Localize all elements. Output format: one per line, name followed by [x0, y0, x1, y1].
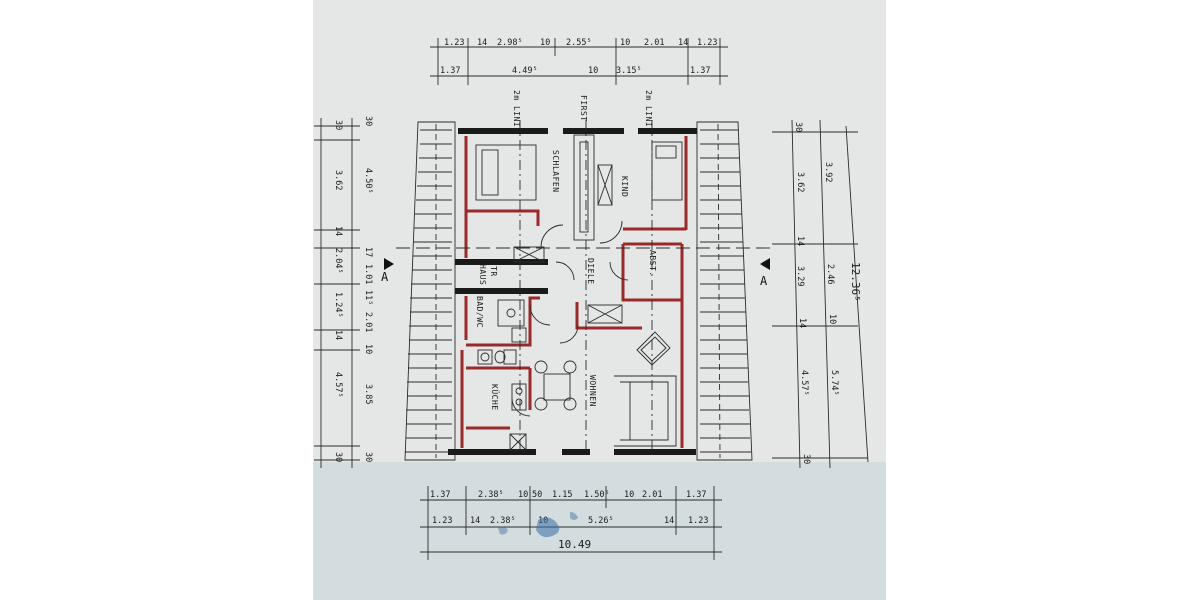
bottom-dim-row2-5: 5.26⁵	[588, 516, 614, 526]
left-outer-dim-1: 30	[333, 120, 343, 130]
left-outer-dim-7: 4.57⁵	[333, 372, 343, 398]
right-inner-dim-2: 3.62	[795, 172, 805, 192]
top-dim-row2-4: 3.15⁵	[616, 66, 642, 76]
right-dimension-chain: 30 3.62 14 3.29 14 4.57⁵ 30 3.92 2.46 10…	[772, 119, 869, 469]
right-outer-dim-4: 5.74⁵	[829, 370, 839, 396]
left-outer-dim-6: 14	[333, 330, 343, 340]
left-inner-dim-7: 10	[363, 344, 373, 354]
left-outer-dim-4: 2.04⁵	[333, 248, 343, 274]
left-inner-dim-5: 11⁵	[363, 290, 373, 305]
bathtub-shower	[497, 299, 525, 327]
roof-hatch-right	[696, 121, 753, 461]
top-dim-row2-2: 4.49⁵	[512, 66, 538, 76]
left-inner-dim-9: 30	[363, 452, 373, 462]
right-inner-dim-4: 3.29	[795, 266, 805, 286]
label-bad-wc: BAD/WC	[475, 296, 484, 328]
room-labels: SCHLAFEN KIND DIELE ABST. TR HAUS BAD/WC…	[475, 90, 657, 411]
section-marks: A A	[381, 258, 770, 288]
bottom-dim-row2-1: 1.23	[432, 516, 452, 526]
top-dim-7: 2.01	[644, 38, 664, 48]
label-abst: ABST.	[648, 250, 657, 277]
bottom-dim-8: 2.01	[642, 490, 662, 500]
bottom-dim-3: 10	[518, 490, 528, 500]
bottom-dim-2: 2.38⁵	[478, 490, 504, 500]
bottom-dim-row2-2: 14	[470, 516, 480, 526]
single-bed	[651, 141, 683, 201]
top-dim-row2-5: 1.37	[690, 66, 710, 76]
label-2m-linie-left: 2m LINIE	[512, 90, 521, 133]
bottom-dim-9: 1.37	[686, 490, 706, 500]
left-outer-dim-8: 30	[333, 452, 343, 462]
chimney-shaft	[573, 134, 613, 241]
door-swings	[511, 220, 629, 417]
interior-walls	[460, 136, 688, 448]
left-inner-dim-4: 1.01	[363, 264, 373, 284]
left-inner-dim-8: 3.85	[363, 384, 373, 404]
bottom-dim-row2-6: 14	[664, 516, 674, 526]
bottom-dim-4: 50	[532, 490, 542, 500]
furniture	[475, 141, 683, 451]
bottom-dimension-chain: 1.37 2.38⁵ 10 50 1.15 1.50⁵ 10 2.01 1.37…	[420, 486, 722, 560]
label-haus: HAUS	[478, 264, 487, 285]
double-bed	[475, 144, 537, 201]
right-outer-dim-1: 3.92	[823, 162, 833, 182]
left-dimension-chain: 30 3.62 14 2.04⁵ 1.24⁵ 14 4.57⁵ 30 30 4.…	[314, 116, 373, 468]
top-dim-8: 14	[678, 38, 688, 48]
label-wohnen: WOHNEN	[588, 375, 597, 407]
top-dim-row2-3: 10	[588, 66, 598, 76]
armchair	[636, 331, 671, 366]
bottom-dim-row2-3: 2.38⁵	[490, 516, 516, 526]
outer-walls	[448, 128, 697, 455]
left-outer-dim-5: 1.24⁵	[333, 292, 343, 318]
label-2m-linie-right: 2m LINIE	[644, 90, 653, 133]
left-inner-dim-3: 17	[363, 247, 373, 257]
top-dim-6: 10	[620, 38, 630, 48]
label-tr: TR	[489, 266, 498, 277]
right-inner-dim-6: 4.57⁵	[799, 370, 809, 396]
top-dim-3: 2.98⁵	[497, 38, 523, 48]
top-dim-9: 1.23	[697, 38, 717, 48]
ink-smudge	[498, 512, 578, 538]
bottom-dim-1: 1.37	[430, 490, 450, 500]
corner-sofa	[614, 375, 677, 447]
label-kind: KIND	[620, 176, 629, 197]
label-first: FIRST	[579, 95, 588, 122]
bottom-total-dim: 10.49	[558, 538, 591, 551]
label-kueche: KÜCHE	[490, 384, 500, 411]
top-dim-1: 1.23	[444, 38, 464, 48]
section-mark-right: A	[760, 274, 768, 288]
left-inner-dim-2: 4.50⁵	[363, 168, 373, 194]
bottom-dim-row2-7: 1.23	[688, 516, 708, 526]
left-outer-dim-2: 3.62	[333, 170, 343, 190]
label-diele: DIELE	[586, 258, 595, 285]
bottom-dim-5: 1.15	[552, 490, 572, 500]
top-dim-2: 14	[477, 38, 487, 48]
label-schlafen: SCHLAFEN	[551, 150, 560, 193]
reference-lines	[396, 120, 770, 455]
right-outer-dim-2: 2.46	[825, 264, 835, 284]
right-inner-dim-7: 30	[801, 454, 811, 464]
paper-bottom-strip	[313, 462, 886, 600]
washbasin	[511, 327, 527, 343]
left-inner-dim-6: 2.01	[363, 312, 373, 332]
roof-hatch-left	[404, 121, 456, 461]
dining-table	[543, 373, 571, 401]
right-inner-dim-1: 30	[793, 122, 803, 132]
left-outer-dim-3: 14	[333, 226, 343, 236]
top-dim-4: 10	[540, 38, 550, 48]
top-dim-row2-1: 1.37	[440, 66, 460, 76]
section-mark-left: A	[381, 270, 389, 284]
top-dim-5: 2.55⁵	[566, 38, 592, 48]
right-total-dim: 12.36⁵	[849, 262, 862, 302]
right-outer-dim-3: 10	[827, 314, 837, 324]
bottom-dim-6: 1.50⁵	[584, 490, 610, 500]
stove	[511, 383, 527, 411]
right-inner-dim-3: 14	[795, 236, 805, 246]
right-inner-dim-5: 14	[797, 318, 807, 328]
top-dimension-chain: 1.23 14 2.98⁵ 10 2.55⁵ 10 2.01 14 1.23 1…	[430, 38, 728, 85]
left-inner-dim-1: 30	[363, 116, 373, 126]
bottom-dim-7: 10	[624, 490, 634, 500]
